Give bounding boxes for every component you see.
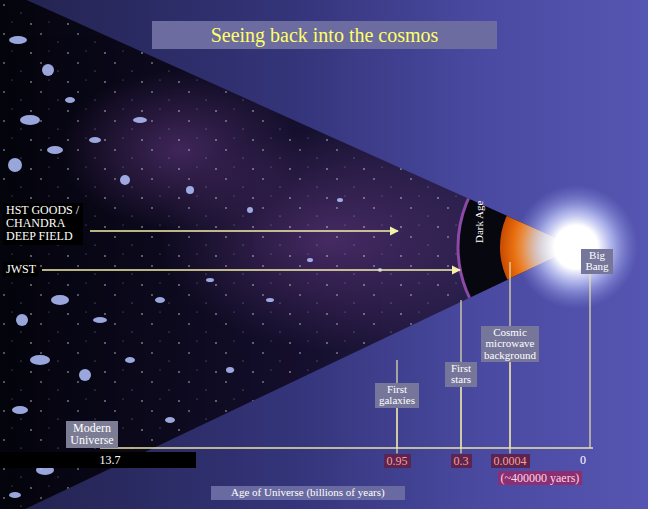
axis-title: Age of Universe (billions of years)	[211, 486, 405, 500]
title-banner: Seeing back into the cosmos	[152, 21, 497, 49]
era-box: Big Bang	[581, 249, 613, 274]
age-value: 0.95	[384, 454, 411, 469]
tick-connector	[460, 387, 461, 454]
dark-age-band: Dark Age	[473, 198, 487, 246]
text: 0.0004	[494, 455, 527, 468]
text: 13.7	[100, 454, 121, 467]
era-box: Modern Universe	[66, 421, 118, 448]
era-box: Cosmic microwave background	[481, 326, 539, 363]
era-box: First stars	[445, 362, 477, 387]
age-value: 0	[580, 454, 586, 467]
text: 0	[580, 454, 586, 467]
age-value: 13.7	[97, 453, 124, 468]
age-value: 0.0004	[491, 454, 530, 469]
instrument-label: JWST	[3, 262, 39, 277]
text: Age of Universe (billions of years)	[231, 487, 385, 499]
text: (~400000 yaers)	[501, 472, 580, 485]
age-note: (~400000 yaers)	[498, 471, 583, 486]
text: Modern Universe	[69, 422, 115, 447]
text: Cosmic microwave background	[484, 327, 536, 362]
text: 0.3	[454, 455, 469, 468]
text: 0.95	[387, 455, 408, 468]
age-value: 0.3	[451, 454, 472, 469]
text: JWST	[6, 263, 36, 276]
text: HST GOODS / CHANDRA DEEP FIELD	[6, 204, 80, 244]
instrument-label: HST GOODS / CHANDRA DEEP FIELD	[3, 203, 83, 245]
text: Big Bang	[584, 250, 610, 273]
tick-connector	[396, 408, 397, 454]
text: Dark Age	[474, 201, 486, 243]
text: First galaxies	[378, 384, 416, 407]
text: First stars	[448, 363, 474, 386]
tick-connector	[509, 362, 510, 453]
era-box: First galaxies	[375, 383, 419, 408]
